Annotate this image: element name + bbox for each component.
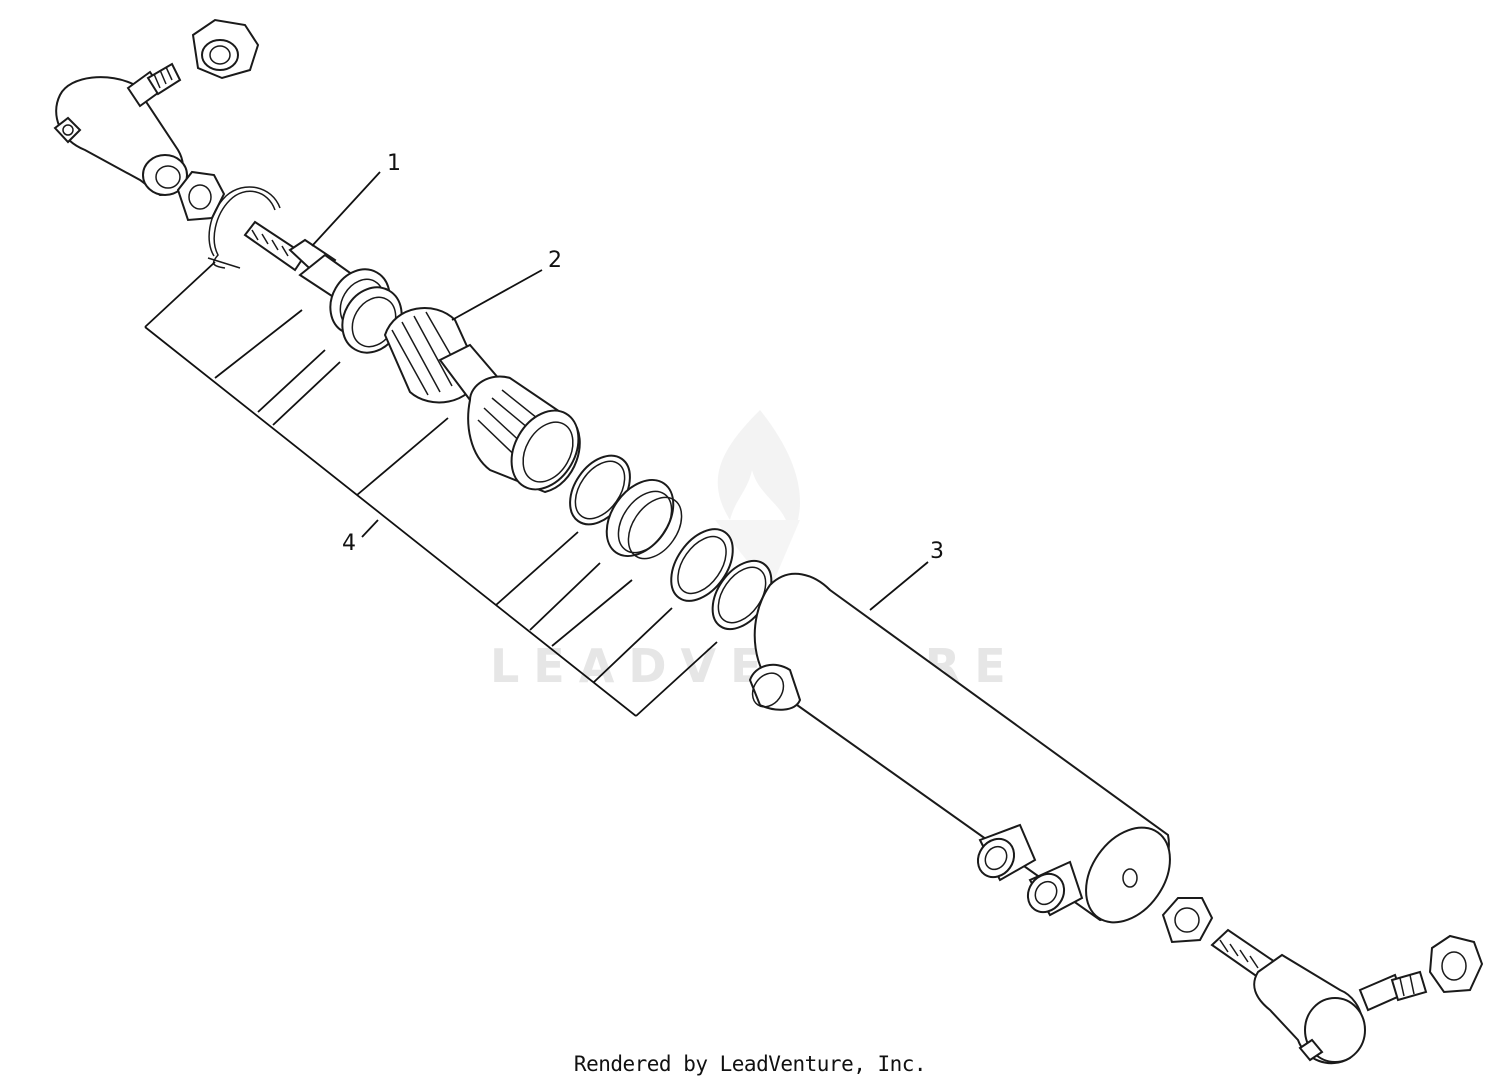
- seal-ring-c: [670, 528, 734, 602]
- callout-2: 2: [548, 248, 562, 273]
- callout-4: 4: [342, 531, 356, 556]
- bracket-4: [144, 261, 718, 717]
- tie-rod-end-right: [1210, 928, 1428, 1065]
- leader-3: [869, 561, 929, 611]
- callout-3: 3: [930, 539, 944, 564]
- jam-nut-left: [176, 170, 226, 222]
- cylinder-barrel: [748, 572, 1171, 924]
- flange-nut-top: [191, 18, 260, 80]
- leader-4: [361, 519, 379, 538]
- leader-1: [311, 171, 381, 247]
- seal-ring-b: [605, 479, 683, 560]
- callout-1: 1: [387, 151, 401, 176]
- leader-2: [451, 269, 543, 321]
- jam-nut-right: [1161, 897, 1214, 944]
- cylinder-head: [467, 375, 581, 494]
- footer-credit: Rendered by LeadVenture, Inc.: [573, 1052, 927, 1076]
- tie-rod-end-left: [53, 62, 188, 197]
- flame-logo-icon: [715, 410, 800, 590]
- callout-leaders: [144, 171, 929, 717]
- flange-nut-bottom: [1428, 934, 1484, 994]
